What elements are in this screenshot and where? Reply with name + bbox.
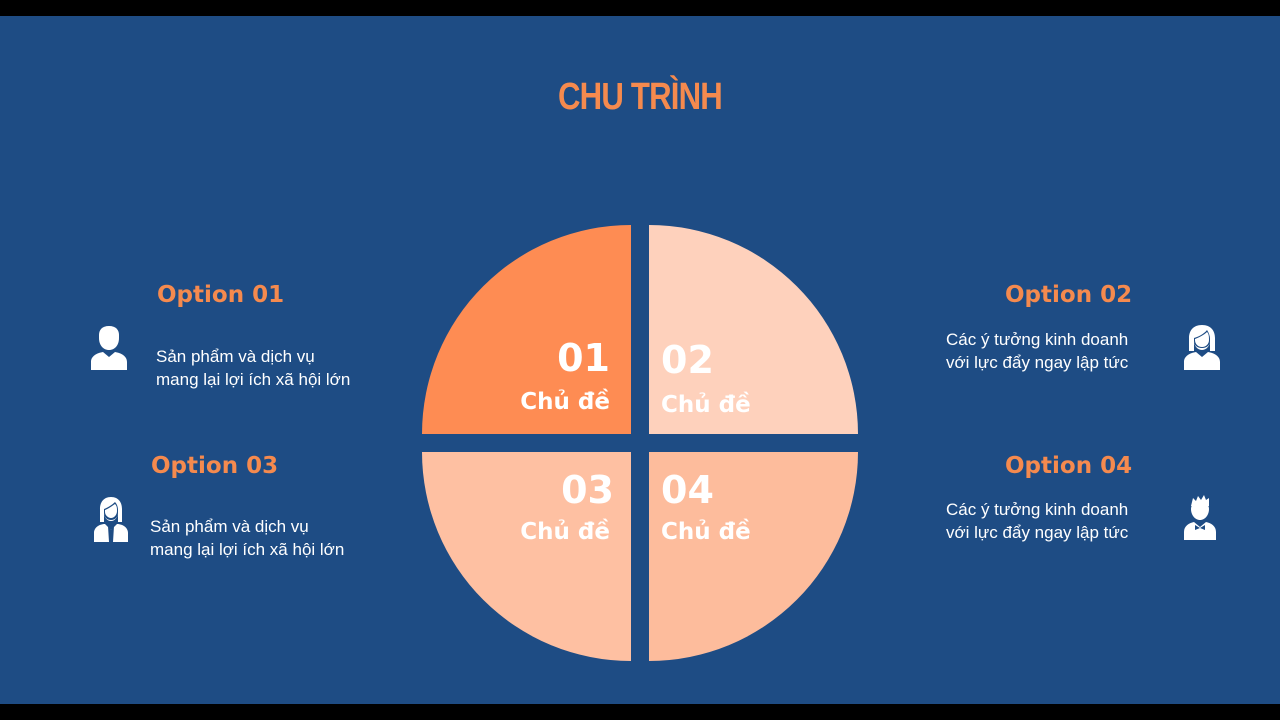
slide: CHU TRÌNH 01 Chủ đề 02 Chủ đề 03 Chủ đề …: [0, 16, 1280, 704]
man-icon: [89, 324, 129, 370]
option-03-description: Sản phẩm và dịch vụ mang lại lợi ích xã …: [150, 515, 344, 561]
quadrant-03-label: Chủ đề: [520, 518, 610, 545]
quadrant-03-number: 03: [561, 468, 614, 512]
option-01-description: Sản phẩm và dịch vụ mang lại lợi ích xã …: [156, 345, 350, 391]
quadrant-03[interactable]: [422, 452, 631, 661]
option-03-title: Option 03: [151, 453, 279, 479]
quadrant-04-label: Chủ đề: [661, 518, 751, 545]
businessman-icon: [1180, 494, 1220, 540]
option-04-line-1: Các ý tưởng kinh doanh: [946, 500, 1129, 519]
option-01-line-1: Sản phẩm và dịch vụ: [156, 347, 315, 366]
woman-icon: [1182, 324, 1222, 370]
quadrant-04-number: 04: [661, 468, 714, 512]
slide-title: CHU TRÌNH: [558, 76, 723, 118]
option-03-line-1: Sản phẩm và dịch vụ: [150, 517, 309, 536]
option-02-line-2: với lực đẩy ngay lập tức: [946, 353, 1129, 372]
option-02-description: Các ý tưởng kinh doanh với lực đẩy ngay …: [946, 328, 1128, 374]
option-01-line-2: mang lại lợi ích xã hội lớn: [156, 370, 351, 389]
option-03-line-2: mang lại lợi ích xã hội lớn: [150, 540, 345, 559]
quadrant-01-number: 01: [557, 336, 610, 380]
quadrant-02-number: 02: [661, 338, 714, 382]
option-04-description: Các ý tưởng kinh doanh với lực đẩy ngay …: [946, 498, 1128, 544]
quadrant-04[interactable]: [649, 452, 858, 661]
quadrant-02[interactable]: [649, 225, 858, 434]
quadrant-02-label: Chủ đề: [661, 391, 751, 418]
cycle-diagram: 01 Chủ đề 02 Chủ đề 03 Chủ đề 04 Chủ đề: [422, 225, 858, 661]
option-04-title: Option 04: [1005, 453, 1133, 479]
option-02-title: Option 02: [1005, 282, 1133, 308]
quadrant-01-label: Chủ đề: [520, 388, 610, 415]
option-04-line-2: với lực đẩy ngay lập tức: [946, 523, 1129, 542]
option-02-line-1: Các ý tưởng kinh doanh: [946, 330, 1129, 349]
quadrant-01[interactable]: [422, 225, 631, 434]
option-01-title: Option 01: [157, 282, 285, 308]
businesswoman-icon: [91, 496, 131, 542]
